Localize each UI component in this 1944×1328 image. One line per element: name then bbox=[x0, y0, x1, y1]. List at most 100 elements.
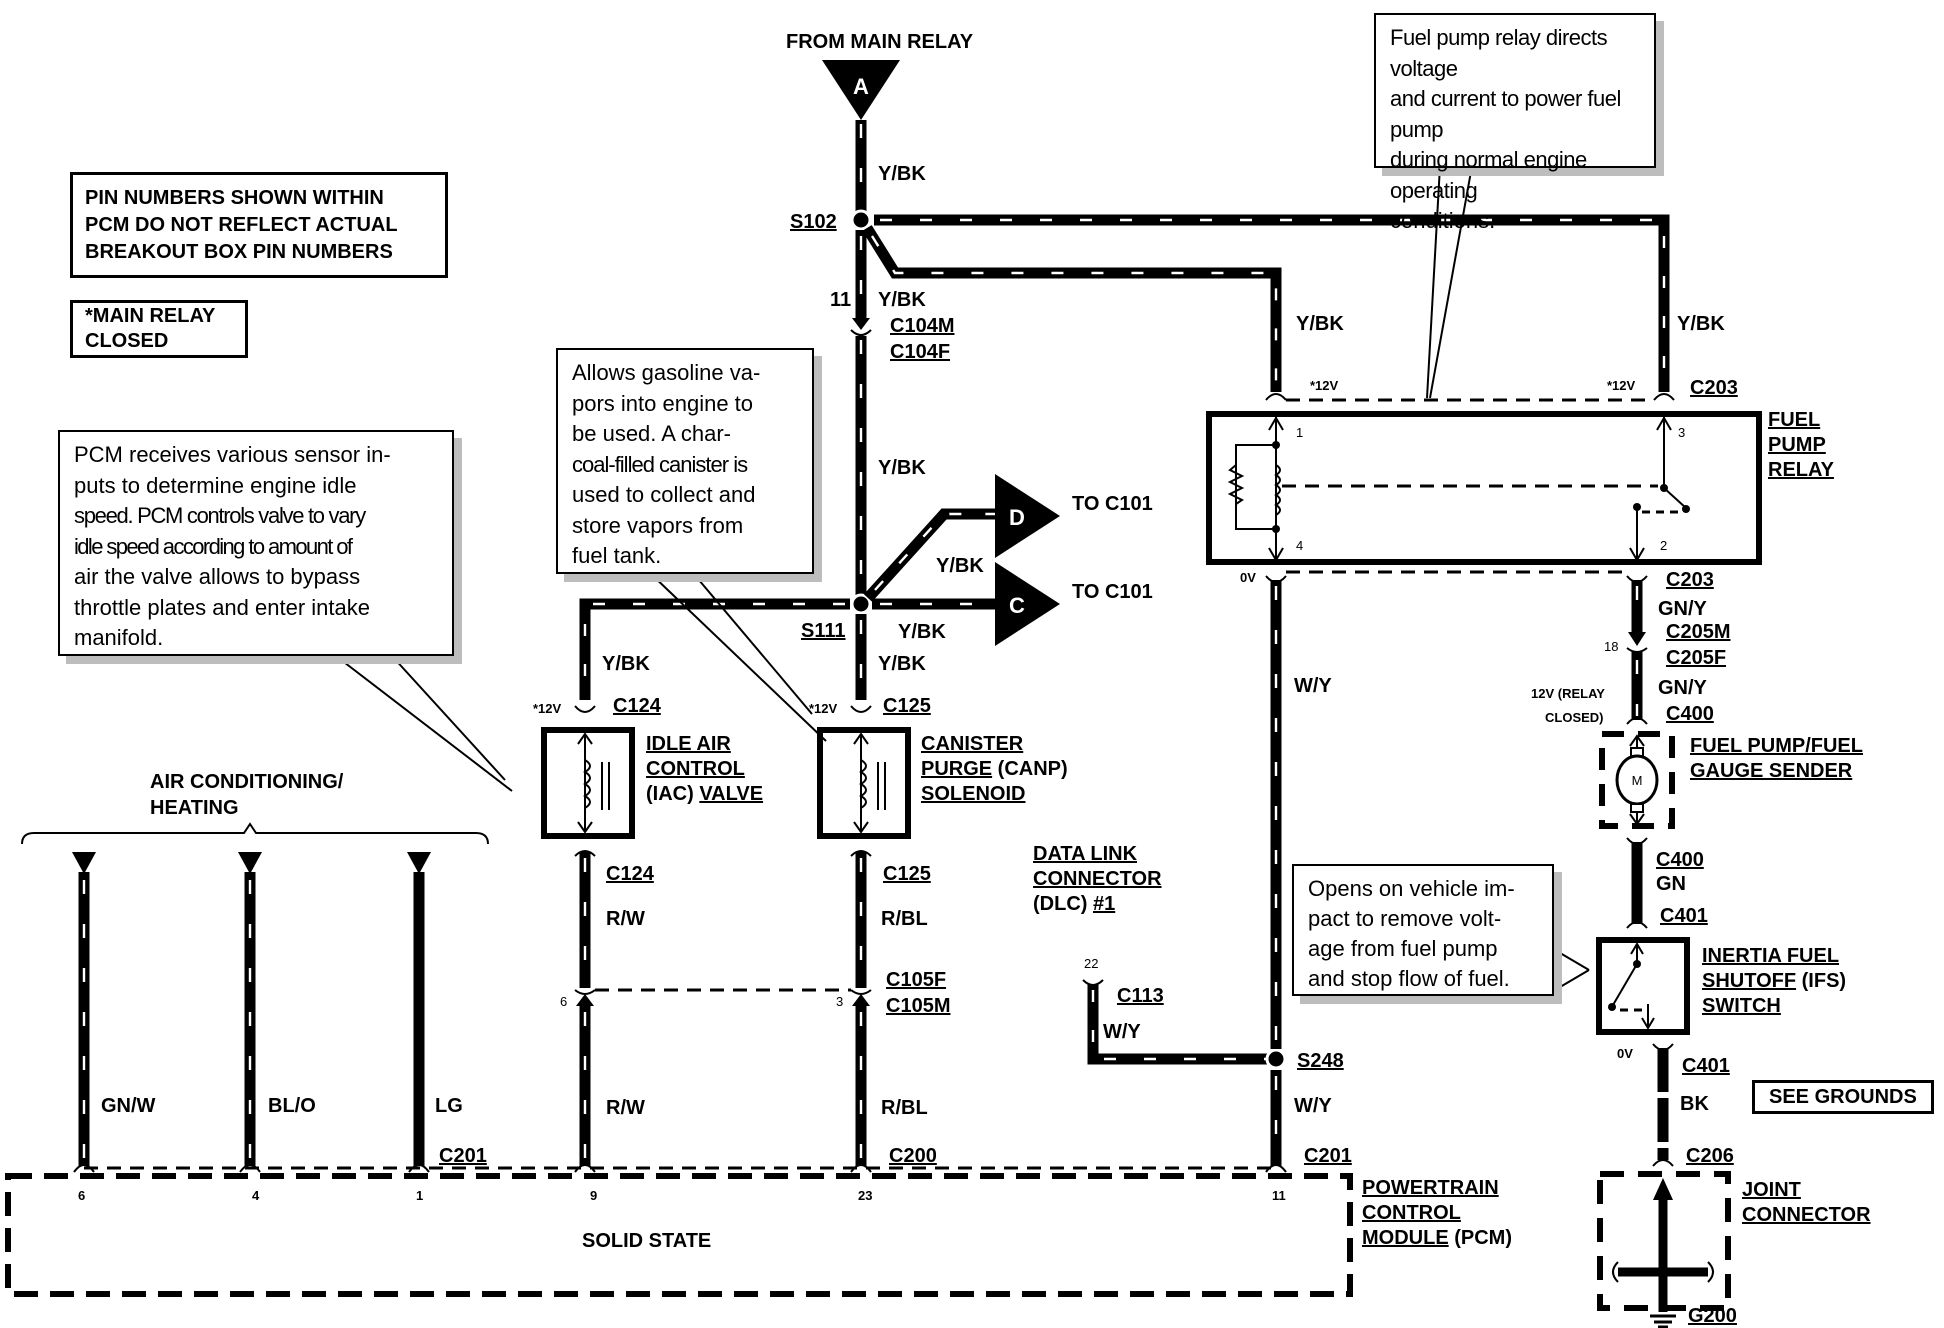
ifs-label-2: SHUTOFF (IFS) bbox=[1702, 970, 1846, 992]
c104m-terminal-icon bbox=[852, 318, 870, 330]
connector-c400-top-label: C400 bbox=[1666, 703, 1714, 725]
callout-leaders bbox=[335, 165, 1590, 991]
wire-label-blo: BL/O bbox=[268, 1095, 316, 1117]
relay-pin-2: 2 bbox=[1660, 538, 1667, 553]
wire-label-ybk-canp: Y/BK bbox=[878, 653, 926, 675]
fuel-pump-motor-letter: M bbox=[1632, 773, 1643, 788]
ac-wire-arrow-1-icon bbox=[72, 852, 96, 874]
connector-c203-top-label: C203 bbox=[1690, 377, 1738, 399]
callout-fuel-pump-relay-line: conditions. bbox=[1390, 208, 1496, 233]
wire-label-gny-1: GN/Y bbox=[1658, 598, 1708, 620]
wire-label-ybk-2: Y/BK bbox=[878, 289, 926, 311]
from-main-relay-label: FROM MAIN RELAY bbox=[786, 31, 974, 53]
c206-terminal-icon bbox=[1652, 1159, 1674, 1167]
callout-canister-line: fuel tank. bbox=[572, 543, 662, 568]
canp-label-3: SOLENOID bbox=[921, 783, 1025, 805]
pcm-label-1: POWERTRAIN bbox=[1362, 1177, 1499, 1199]
wire-label-wy-2: W/Y bbox=[1294, 1095, 1332, 1117]
canp-label-2: PURGE (CANP) bbox=[921, 758, 1068, 780]
fuel-pump-motor-component bbox=[1599, 731, 1675, 829]
wire-ybk-s102-relay-pin1 bbox=[862, 225, 1282, 392]
pcm-pin-11: 11 bbox=[1272, 1188, 1286, 1203]
wire-label-rw-1: R/W bbox=[606, 908, 645, 930]
connector-c401-top-label: C401 bbox=[1660, 905, 1708, 927]
connector-c104f-label: C104F bbox=[890, 341, 950, 363]
connector-c206-label: C206 bbox=[1686, 1145, 1734, 1167]
pin-numbers-note: PIN NUMBERS SHOWN WITHIN PCM DO NOT REFL… bbox=[70, 172, 448, 278]
wire-label-wy-1: W/Y bbox=[1294, 675, 1332, 697]
dlc-label-2: CONNECTOR bbox=[1033, 868, 1162, 890]
callout-inertia-switch: Opens on vehicle im- pact to remove volt… bbox=[1292, 864, 1554, 996]
fuel-pump-relay-label-2: PUMP bbox=[1768, 434, 1826, 456]
connector-a-letter: A bbox=[853, 74, 869, 99]
ifs-label-1: INERTIA FUEL bbox=[1702, 945, 1839, 967]
connector-c205f-label: C205F bbox=[1666, 647, 1726, 669]
pcm-pin-6: 6 bbox=[78, 1188, 85, 1203]
c124-top-terminal-icon bbox=[574, 705, 596, 713]
c105f-canp-terminal-icon bbox=[850, 989, 872, 995]
relay-pin-4: 4 bbox=[1296, 538, 1303, 553]
pcm-pin-23: 23 bbox=[858, 1188, 872, 1203]
connector-c125-bottom-label: C125 bbox=[883, 863, 931, 885]
relay-pin-3: 3 bbox=[1678, 425, 1685, 440]
canp-solenoid-component bbox=[817, 727, 911, 839]
callout-canister-line: coal-filled canister is bbox=[572, 451, 748, 477]
connector-a-icon bbox=[822, 60, 900, 120]
wire-ybk-s111-d bbox=[863, 508, 1000, 602]
to-c101-d-label: TO C101 bbox=[1072, 493, 1153, 515]
main-relay-closed-note: *MAIN RELAY CLOSED bbox=[70, 300, 248, 358]
callout-inertia-line: age from fuel pump bbox=[1308, 936, 1498, 961]
c203-pin3-terminal-icon bbox=[1653, 393, 1675, 401]
relay-closed-voltage-2: CLOSED) bbox=[1545, 710, 1604, 725]
connector-c124-top-label: C124 bbox=[613, 695, 662, 717]
relay-pin4-voltage: 0V bbox=[1240, 570, 1256, 585]
c400-top-terminal-icon bbox=[1626, 717, 1648, 725]
c203-pin1-terminal-icon bbox=[1265, 393, 1287, 401]
c105m-canp-terminal-icon bbox=[852, 994, 870, 1006]
ground-g200-label: G200 bbox=[1688, 1305, 1737, 1327]
callout-fuel-pump-relay-line: and current to power fuel pump bbox=[1390, 86, 1621, 142]
dlc-label-3: (DLC) #1 bbox=[1033, 893, 1115, 915]
callout-pcm-idle-line: manifold. bbox=[74, 625, 164, 650]
fuel-pump-relay-component bbox=[1206, 411, 1762, 565]
c205m-terminal-icon bbox=[1628, 632, 1646, 646]
c104f-terminal-icon bbox=[850, 329, 872, 336]
see-grounds-note: SEE GROUNDS bbox=[1752, 1080, 1934, 1114]
callout-canister: Allows gasoline va- pors into engine to … bbox=[556, 348, 814, 574]
dlc-label-1: DATA LINK bbox=[1033, 843, 1138, 865]
wire-label-ybk-relay3: Y/BK bbox=[1677, 313, 1725, 335]
joint-connector-component bbox=[1597, 1171, 1731, 1328]
wire-ybk-s111-iac bbox=[579, 598, 850, 700]
wire-label-gn: GN bbox=[1656, 873, 1686, 895]
joint-connector-label-2: CONNECTOR bbox=[1742, 1204, 1871, 1226]
c205-pin: 18 bbox=[1604, 639, 1618, 654]
wire-label-ybk-iac: Y/BK bbox=[602, 653, 650, 675]
connector-c203-bottom-label: C203 bbox=[1666, 569, 1714, 591]
pin-numbers-note-line: PCM DO NOT REFLECT ACTUAL bbox=[85, 214, 398, 236]
splice-s102-label: S102 bbox=[790, 211, 837, 233]
callout-fuel-pump-relay-line: Fuel pump relay directs voltage bbox=[1390, 25, 1608, 81]
callout-fuel-pump-relay: Fuel pump relay directs voltage and curr… bbox=[1374, 13, 1656, 233]
iac-label-1: IDLE AIR bbox=[646, 733, 731, 755]
pcm-internal-label: SOLID STATE bbox=[582, 1230, 711, 1252]
c125-bottom-terminal-icon bbox=[850, 850, 872, 857]
pcm-label-2: CONTROL bbox=[1362, 1202, 1461, 1224]
iac-valve-component bbox=[541, 727, 635, 839]
callout-canister-line: be used. A char- bbox=[572, 421, 731, 446]
connector-c104m-label: C104M bbox=[890, 315, 954, 337]
splice-s248-icon bbox=[1265, 1048, 1287, 1070]
relay-pin-1: 1 bbox=[1296, 425, 1303, 440]
c105-pin-canp: 3 bbox=[836, 994, 843, 1009]
pcm-pin-4: 4 bbox=[252, 1188, 260, 1203]
wire-label-rw-2: R/W bbox=[606, 1097, 645, 1119]
callout-canister-line: store vapors from bbox=[572, 512, 744, 538]
c124-bottom-terminal-icon bbox=[574, 850, 596, 857]
wire-label-ybk-relay1: Y/BK bbox=[1296, 313, 1344, 335]
callout-fuel-pump-relay-line: during normal engine operating bbox=[1390, 147, 1587, 203]
connector-c201-left-label: C201 bbox=[439, 1145, 487, 1167]
canp-label-1: CANISTER bbox=[921, 733, 1024, 755]
callout-pcm-idle-line: puts to determine engine idle bbox=[74, 472, 357, 498]
connector-c401-bottom-label: C401 bbox=[1682, 1055, 1730, 1077]
relay-pin1-voltage: *12V bbox=[1310, 378, 1339, 393]
